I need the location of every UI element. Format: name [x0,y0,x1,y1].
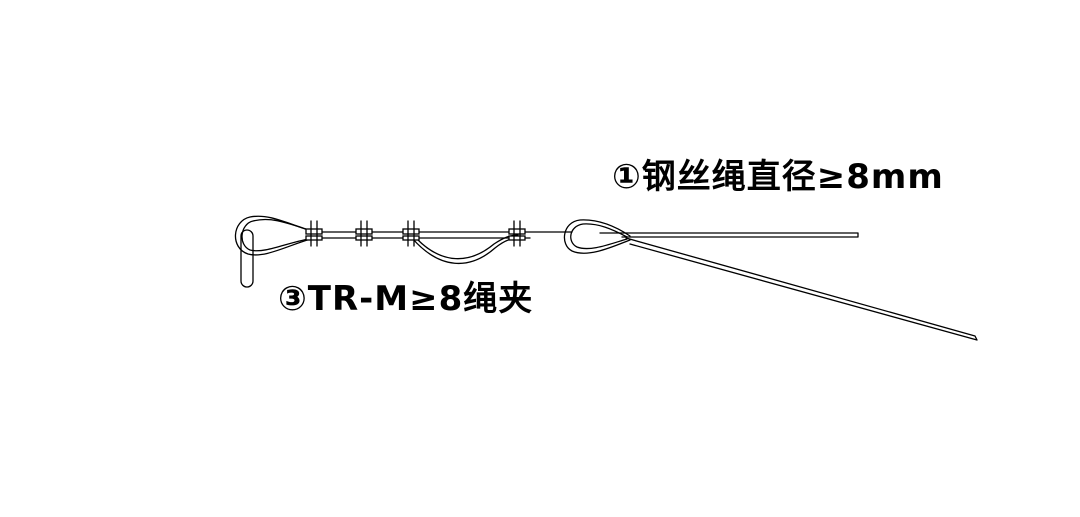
anchor-pin [240,229,254,288]
right-rope-loop [563,219,631,254]
rope-clamp-2 [355,220,373,247]
left-rope-loop [234,215,319,256]
rope-clamp-3 [402,220,420,247]
main-rope [311,231,859,239]
rope-clamp-label: ③TR-M≥8绳夹 [278,279,534,319]
rope-clamp-1 [305,220,323,247]
rope-slack [411,234,519,265]
wire-rope-diameter-label: ①钢丝绳直径≥8mm [612,157,944,197]
diagonal-rope [625,237,978,341]
rope-clamp-4 [508,220,526,247]
